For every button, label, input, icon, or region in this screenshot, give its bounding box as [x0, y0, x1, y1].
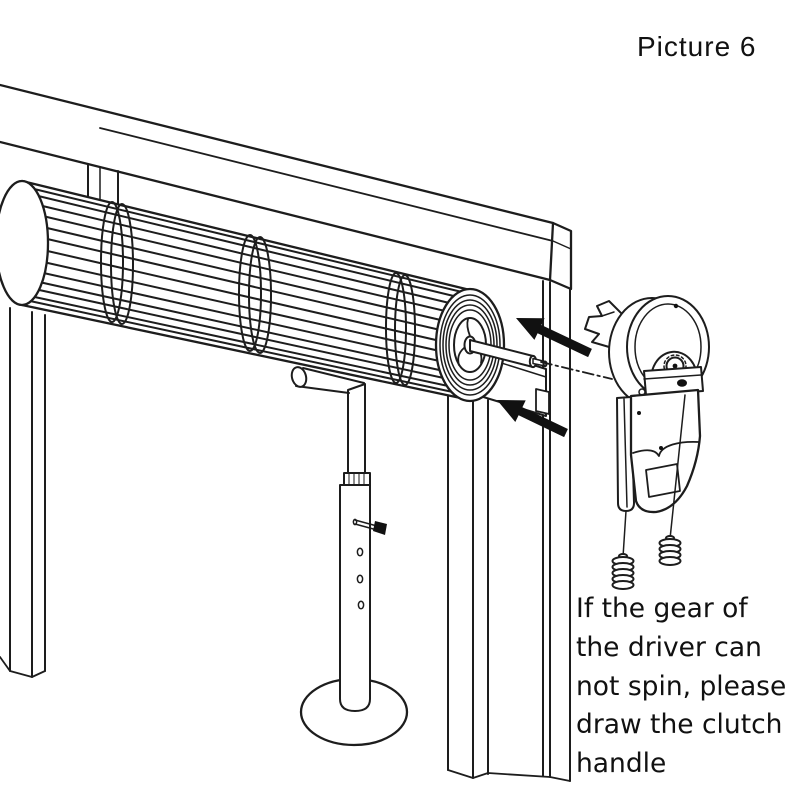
left-jamb: [0, 307, 46, 678]
instruction-line: not spin, please: [576, 671, 786, 702]
insertion-arrow-lower: [497, 400, 568, 438]
cord-hole: [677, 379, 687, 387]
arm-bottom-edge: [295, 385, 350, 394]
figure-label: Picture 6: [637, 31, 757, 62]
stand-arm: [290, 366, 365, 394]
jamb-bottom-bevel: [0, 656, 46, 678]
clutch-pull-cords: [611, 394, 686, 590]
drive-motor: [584, 295, 710, 590]
barrel-bottom-edge: [20, 303, 472, 402]
barrel-shaft: [469, 339, 548, 369]
adjustment-pin: [352, 518, 387, 535]
strip-seam: [623, 398, 628, 508]
tab-detail: [601, 311, 615, 317]
clutch-block: [638, 366, 704, 396]
instruction-line: handle: [576, 748, 666, 779]
end-cap-ring: [439, 294, 501, 396]
body-seam: [632, 440, 700, 457]
adjustment-hole: [356, 547, 364, 557]
wheel-spoke: [457, 347, 465, 366]
alignment-center-line: [540, 361, 613, 380]
beam-end-face: [548, 221, 573, 291]
block-face: [643, 366, 704, 396]
plate-bracket-slot: [535, 388, 550, 415]
beam-end-seam: [552, 240, 572, 250]
roller-barrel: [0, 179, 613, 403]
pin-head: [373, 521, 387, 535]
body-label-plate: [645, 463, 681, 498]
end-cap-ring: [442, 299, 498, 391]
pin-shaft: [354, 523, 378, 531]
barrel-left-end: [0, 179, 50, 307]
clutch-handle-spring-right: [658, 535, 682, 566]
instruction-text: If the gear of the driver can not spin, …: [576, 593, 786, 779]
adjustment-hole: [357, 600, 365, 610]
arm-open-end: [290, 366, 308, 388]
housing-screw: [673, 303, 679, 309]
instruction-line: the driver can: [576, 632, 762, 663]
stand-collar: [343, 472, 371, 486]
pin-end: [352, 518, 358, 526]
support-stand: [290, 366, 409, 747]
arm-top-edge: [302, 367, 365, 384]
clutch-handle-spring-left: [611, 553, 635, 590]
door-frame: [0, 83, 573, 782]
barrel-top-edge: [20, 179, 472, 292]
collar-knurling: [348, 473, 365, 485]
jamb-bottom-bevel: [447, 769, 571, 782]
insertion-arrow-upper: [516, 318, 592, 358]
stand-lower-tube: [339, 484, 371, 712]
pull-cord-left: [622, 510, 627, 558]
insertion-arrows: [497, 318, 592, 438]
body-screw: [659, 446, 663, 450]
barrel-body-fill: [22, 181, 470, 400]
beam-bottom-edge: [0, 140, 552, 282]
pull-cord-right: [669, 394, 686, 540]
adjustment-hole: [356, 574, 364, 584]
block-step: [643, 374, 702, 380]
instruction-line: If the gear of: [576, 593, 748, 624]
barrel-bands: [100, 201, 416, 386]
end-cap-ring: [445, 304, 495, 386]
body-screw: [637, 411, 641, 415]
gear-hub: [672, 363, 678, 369]
wheel-spoke: [466, 318, 471, 337]
beam-top-edge: [0, 83, 555, 225]
pin-shaft: [354, 519, 378, 527]
motor-body: [616, 388, 702, 514]
stand-upper-tube: [347, 383, 366, 474]
instruction-line: draw the clutch: [576, 709, 782, 740]
beam-mid-edge: [99, 127, 554, 242]
